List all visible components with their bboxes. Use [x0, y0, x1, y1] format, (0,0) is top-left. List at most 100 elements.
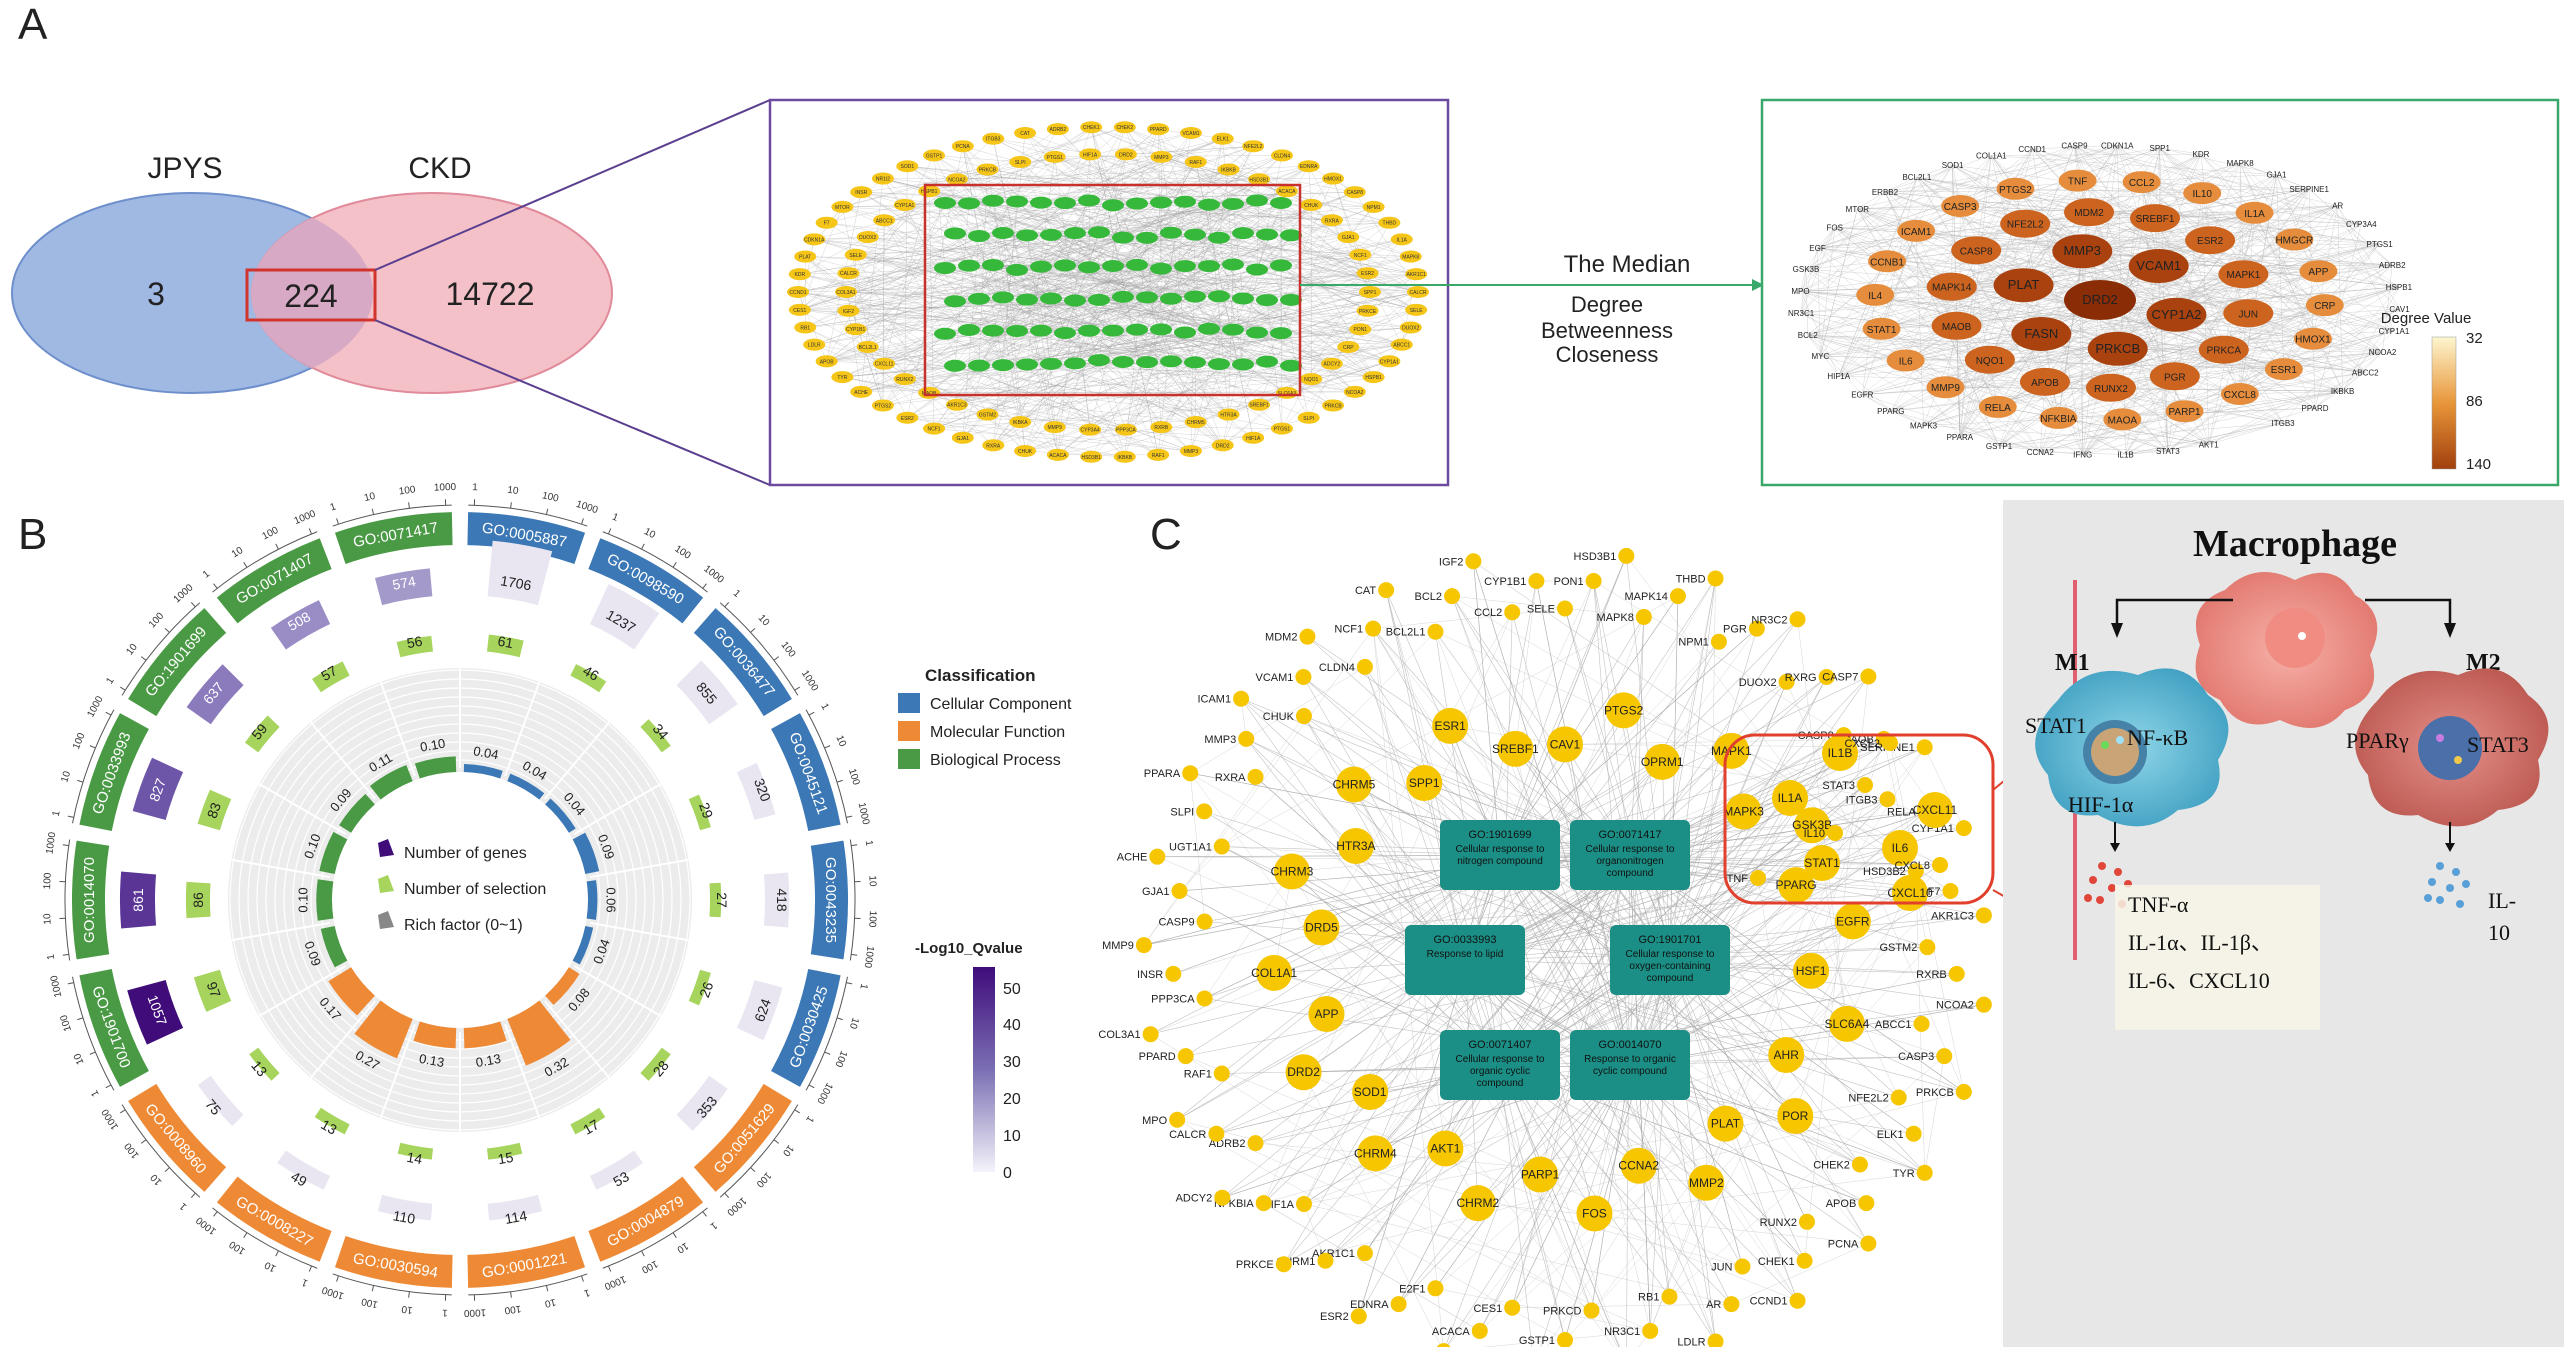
network-node-label: RB1: [800, 325, 810, 331]
legend-swatch-mf: [898, 721, 920, 741]
network-node: [1078, 194, 1100, 207]
rich-factor-bar: [545, 798, 576, 833]
network-node-label: NCF1: [928, 427, 941, 433]
network-node: [934, 262, 956, 275]
target-node-label: CASP9: [1158, 917, 1194, 929]
qvalue-tick: 50: [1003, 981, 1021, 998]
hub-node: [2235, 201, 2274, 224]
network-node: [923, 149, 946, 162]
inner-legend-swatch: [378, 911, 394, 929]
panel-letter-b: B: [18, 510, 48, 559]
target-node: [1497, 730, 1534, 767]
hub-node: [2000, 209, 2051, 238]
hub-node-label: ESR1: [2271, 365, 2298, 376]
network-full: CALCRSELEDUOX2ABCC1CYP1A1HSPB1NCOA2PRKCB…: [787, 121, 1429, 463]
network-node: [992, 359, 1014, 372]
selection-bar: [570, 664, 607, 693]
hub-node: [1996, 177, 2035, 200]
hub-node-label: MYC: [1811, 352, 1829, 361]
circos-scale-label: 1000: [814, 1081, 834, 1106]
circos-scale-label: 10: [833, 734, 848, 749]
network-node: [1054, 197, 1076, 210]
target-node: [1528, 573, 1545, 590]
hub-node-label: CASP3: [1944, 202, 1977, 213]
target-node-label: ELK1: [1877, 1129, 1904, 1141]
venn-right-label: CKD: [408, 152, 471, 185]
circos-scale-label: 1000: [293, 508, 318, 527]
network-node: [1078, 261, 1100, 274]
hub-node-label: MMP9: [1931, 383, 1960, 394]
target-node: [1916, 1164, 1933, 1181]
network-node-label: PON1: [1353, 327, 1367, 333]
hub-node: [2185, 226, 2236, 255]
network-node-label: CALCR: [840, 271, 857, 277]
target-node-label: AR: [1706, 1299, 1721, 1311]
network-node: [1275, 185, 1298, 198]
go-term-band: [216, 538, 332, 624]
rich-factor-bar: [572, 925, 594, 965]
network-node: [982, 439, 1005, 452]
circos-scale-label: 100: [42, 872, 54, 890]
circos-scale-label: 1000: [799, 669, 820, 694]
network-node: [982, 324, 1004, 337]
target-node-label: APP: [1314, 1007, 1338, 1021]
target-node-label: DRD2: [1287, 1065, 1320, 1079]
network-node: [1126, 197, 1148, 210]
target-node-label: HTR3A: [1336, 839, 1375, 853]
hub-node-label: EGF: [1809, 244, 1826, 253]
network-node: [1114, 423, 1137, 436]
hub-node-label: PPARG: [1877, 407, 1904, 416]
hub-node-label: SREBF1: [2136, 214, 2175, 225]
network-node-label: ITGB3: [986, 137, 1001, 143]
network-node: [1248, 398, 1271, 411]
network-node-label: HIF1A: [1083, 152, 1098, 158]
go-term-box: [1405, 925, 1525, 995]
network-node: [1147, 448, 1170, 461]
target-node-label: NCF1: [1334, 624, 1363, 636]
circos-scale-label: 1000: [44, 831, 58, 855]
degree-max: 32: [2466, 330, 2483, 347]
target-node: [1196, 803, 1213, 820]
target-node: [1285, 1054, 1322, 1091]
network-node: [1337, 340, 1360, 353]
circos-scale-label: 100: [503, 1303, 521, 1316]
target-node: [1798, 1213, 1815, 1230]
genes-count: 114: [504, 1207, 529, 1227]
network-node: [1006, 263, 1028, 276]
go-term-box-id: GO:0014070: [1599, 1039, 1662, 1051]
target-node-label: UGT1A1: [1169, 842, 1212, 854]
target-node-label: CXCL10: [1887, 886, 1933, 900]
inner-legend-label: Number of selection: [404, 881, 546, 898]
circos-scale-label: 1: [731, 588, 743, 600]
target-node: [1335, 766, 1372, 803]
circos-scale-label: 1000: [85, 694, 105, 719]
network-node: [1014, 444, 1037, 457]
m1-output-il6: IL-6、CXCL10: [2128, 968, 2270, 993]
rich-factor-value: 0.10: [295, 887, 310, 912]
target-node-label: NFE2L2: [1848, 1092, 1888, 1104]
target-node-label: JUN: [1711, 1262, 1732, 1274]
network-node: [873, 357, 896, 370]
genes-count: 574: [391, 573, 417, 593]
target-node-label: HSD3B1: [1574, 551, 1617, 563]
hub-node: [2064, 198, 2115, 227]
go-term-label: GO:0051629: [710, 1100, 778, 1177]
network-node: [951, 431, 974, 444]
network-node: [958, 259, 980, 272]
target-node: [1822, 735, 1858, 771]
hub-node-label: TNF: [2068, 177, 2087, 188]
network-node: [1160, 226, 1182, 239]
network-node: [1064, 357, 1086, 370]
target-node: [1710, 633, 1727, 650]
target-node-label: MMP3: [1204, 734, 1236, 746]
circos-scale-label: 1: [708, 1219, 719, 1231]
go-term-label: GO:0043235: [822, 857, 839, 943]
target-node: [1777, 1097, 1814, 1134]
hub-node-label: HSPB1: [2386, 283, 2413, 292]
target-node-label: VCAM1: [1256, 672, 1294, 684]
network-node: [1174, 326, 1196, 339]
hub-node: [2299, 260, 2338, 283]
network-node-label: KDR: [795, 272, 806, 278]
go-term-label: GO:0014070: [81, 857, 98, 943]
